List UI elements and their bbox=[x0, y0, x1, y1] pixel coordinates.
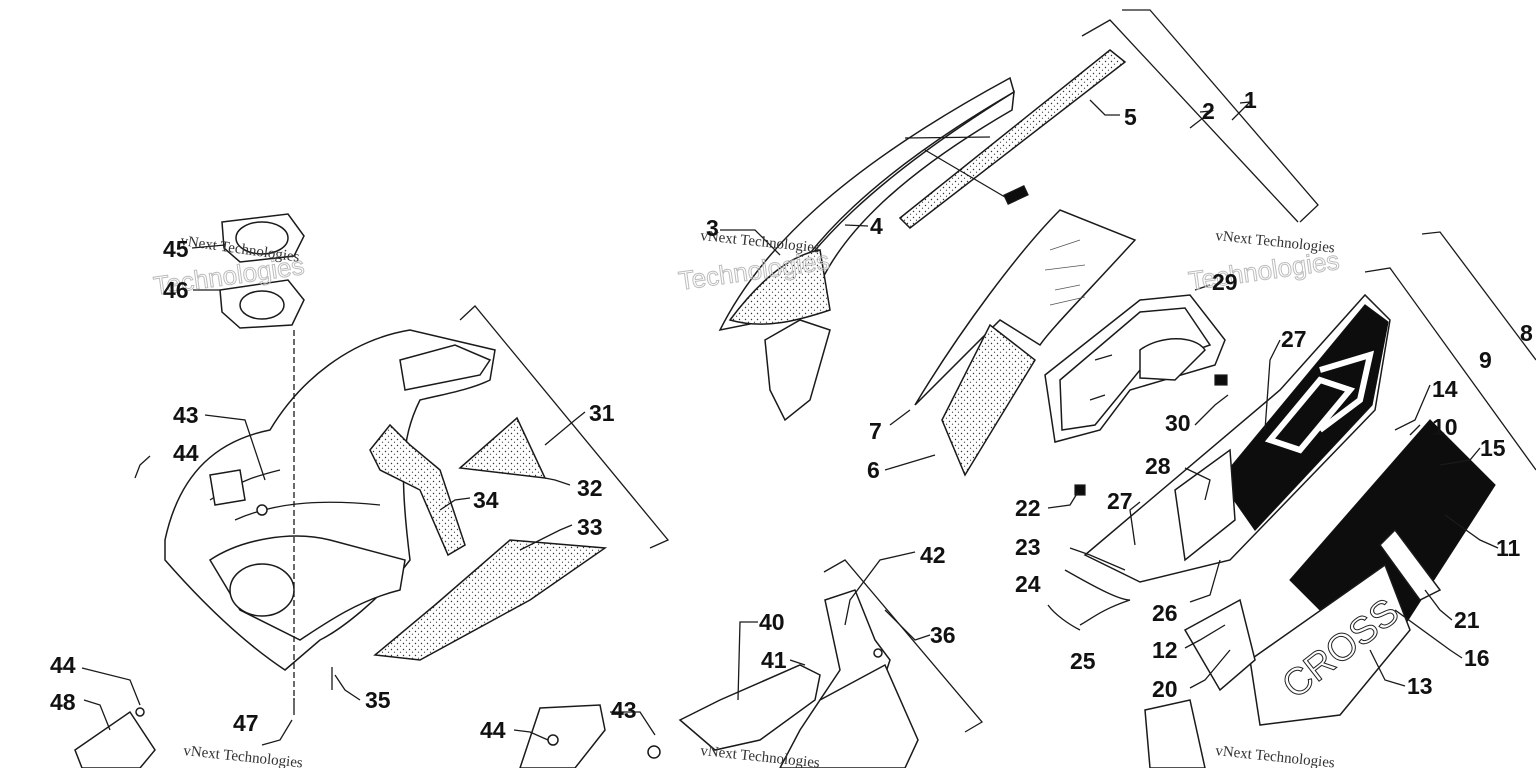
svg-text:vNext Technologies: vNext Technologies bbox=[1215, 228, 1336, 256]
foam-32 bbox=[458, 416, 547, 479]
callout-36: 36 bbox=[930, 622, 956, 648]
foam-pad-3 bbox=[728, 249, 831, 325]
svg-text:vNext Technologies: vNext Technologies bbox=[183, 743, 304, 768]
callout-27-bottom: 27 bbox=[1107, 488, 1133, 514]
hood-panel-9 bbox=[1083, 293, 1391, 583]
bracket-20 bbox=[1144, 598, 1256, 768]
dash-assembly-31 bbox=[164, 329, 496, 671]
lower-panels bbox=[74, 589, 919, 768]
callout-47: 47 bbox=[233, 710, 259, 736]
callout-31: 31 bbox=[589, 400, 615, 426]
callout-27-top: 27 bbox=[1281, 326, 1307, 352]
leader-lines bbox=[81, 99, 1499, 746]
callout-33: 33 bbox=[577, 514, 603, 540]
callout-3: 3 bbox=[706, 215, 719, 241]
callout-2: 2 bbox=[1202, 98, 1215, 124]
callout-8: 8 bbox=[1520, 320, 1533, 346]
windscreen-panel bbox=[914, 209, 1137, 477]
callout-9: 9 bbox=[1479, 347, 1492, 373]
callout-21: 21 bbox=[1454, 607, 1480, 633]
callout-6: 6 bbox=[867, 457, 880, 483]
callout-4: 4 bbox=[870, 213, 883, 239]
callout-26: 26 bbox=[1152, 600, 1178, 626]
callout-34: 34 bbox=[473, 487, 499, 513]
svg-text:vNext Technologies: vNext Technologies bbox=[1215, 743, 1336, 768]
gauge-gaskets bbox=[219, 213, 305, 700]
foam-block-6 bbox=[941, 323, 1036, 477]
callout-5: 5 bbox=[1124, 104, 1137, 130]
callout-45: 45 bbox=[163, 236, 189, 262]
callout-1: 1 bbox=[1244, 87, 1257, 113]
callout-16: 16 bbox=[1464, 645, 1490, 671]
callout-43-left: 43 bbox=[173, 402, 199, 428]
callout-44-bottom: 44 bbox=[480, 717, 506, 743]
callout-35: 35 bbox=[365, 687, 391, 713]
callout-15: 15 bbox=[1480, 435, 1506, 461]
foam-34 bbox=[369, 423, 466, 557]
callout-30: 30 bbox=[1165, 410, 1191, 436]
callout-46: 46 bbox=[163, 277, 189, 303]
callout-28: 28 bbox=[1145, 453, 1171, 479]
callout-40: 40 bbox=[759, 609, 785, 635]
callout-32: 32 bbox=[577, 475, 603, 501]
console-29 bbox=[1044, 294, 1228, 443]
callout-41: 41 bbox=[761, 647, 787, 673]
callout-23: 23 bbox=[1015, 534, 1041, 560]
callout-14: 14 bbox=[1432, 376, 1458, 402]
callout-25: 25 bbox=[1070, 648, 1096, 674]
callout-24: 24 bbox=[1015, 571, 1041, 597]
callout-10: 10 bbox=[1432, 414, 1458, 440]
callout-7: 7 bbox=[869, 418, 882, 444]
callout-20: 20 bbox=[1152, 676, 1178, 702]
callout-42: 42 bbox=[920, 542, 946, 568]
callout-22: 22 bbox=[1015, 495, 1041, 521]
harness-23 bbox=[1047, 484, 1131, 631]
fasteners bbox=[135, 504, 883, 746]
windshield-assembly bbox=[718, 49, 1127, 422]
callout-44-left: 44 bbox=[173, 440, 199, 466]
dash-foam-pads bbox=[369, 416, 608, 661]
callout-13: 13 bbox=[1407, 673, 1433, 699]
callout-43-bottom: 43 bbox=[611, 697, 637, 723]
callout-12: 12 bbox=[1152, 637, 1178, 663]
callout-29: 29 bbox=[1212, 269, 1238, 295]
callout-44-bottom-left: 44 bbox=[50, 652, 76, 678]
foam-33 bbox=[373, 539, 608, 661]
callout-11: 11 bbox=[1496, 535, 1521, 561]
callout-labels: 1 2 3 4 5 6 7 8 9 10 11 12 13 14 15 16 2… bbox=[50, 87, 1533, 743]
foam-strip-5 bbox=[898, 49, 1127, 229]
callout-48: 48 bbox=[50, 689, 76, 715]
